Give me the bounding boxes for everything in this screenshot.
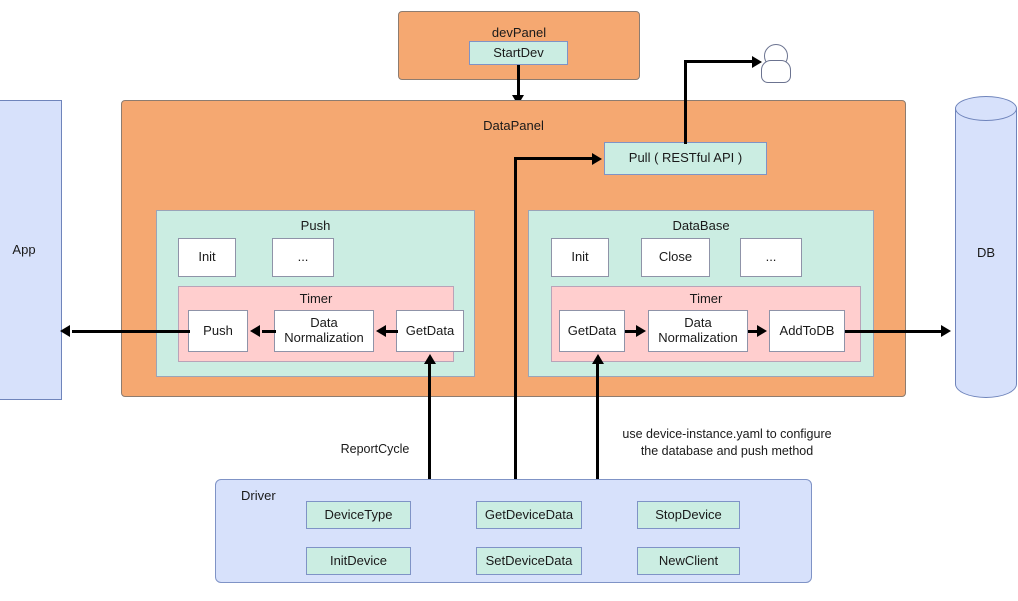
connector-addtodb-to-db <box>845 329 943 333</box>
driver-initdevice-node[interactable]: InitDevice <box>306 547 411 575</box>
push-timer-title: Timer <box>299 291 333 306</box>
database-timer-title: Timer <box>689 291 723 306</box>
startdev-node[interactable]: StartDev <box>469 41 568 65</box>
driver-devicetype-node[interactable]: DeviceType <box>306 501 411 529</box>
database-group-title: DataBase <box>672 218 730 233</box>
push-more-node[interactable]: ... <box>272 238 334 277</box>
connector-pull-to-actor-vertical <box>684 60 687 144</box>
driver-setdevicedata-label: SetDeviceData <box>485 552 573 568</box>
driver-newclient-node[interactable]: NewClient <box>637 547 740 575</box>
push-timer-push-label: Push <box>203 322 233 338</box>
driver-devicetype-label: DeviceType <box>324 506 393 522</box>
startdev-label: StartDev <box>493 44 544 60</box>
arrowhead-database-getdata <box>591 354 604 364</box>
database-init-node[interactable]: Init <box>551 238 609 277</box>
database-close-label: Close <box>658 249 693 265</box>
database-timer-addtodb-label: AddToDB <box>779 322 835 338</box>
connector-driver-to-push-getdata <box>428 364 431 480</box>
connector-driver-to-pull-horizontal <box>514 157 594 160</box>
push-timer-push-node[interactable]: Push <box>188 310 248 352</box>
arrowhead-push-getdata <box>423 354 436 364</box>
database-timer-addtodb-node[interactable]: AddToDB <box>769 310 845 352</box>
push-timer-getdata-node[interactable]: GetData <box>396 310 464 352</box>
connector-getdata-to-datanorm-db <box>625 329 638 333</box>
database-timer-getdata-node[interactable]: GetData <box>559 310 625 352</box>
arrowhead-addtodb <box>757 325 767 337</box>
database-init-label: Init <box>571 249 589 265</box>
db-cylinder-top <box>955 96 1017 121</box>
push-timer-datanorm-node[interactable]: Data Normalization <box>274 310 374 352</box>
database-timer-getdata-label: GetData <box>567 322 617 338</box>
connector-devpanel-to-datapanel <box>517 65 520 97</box>
push-more-label: ... <box>297 249 309 265</box>
database-more-node[interactable]: ... <box>740 238 802 277</box>
app-label: App <box>12 241 36 257</box>
connector-getdata-to-datanorm-push <box>386 329 398 333</box>
arrowhead-push-node <box>250 325 260 337</box>
arrowhead-app <box>60 325 70 337</box>
connector-datanorm-to-push <box>262 329 276 333</box>
driver-newclient-label: NewClient <box>658 552 719 568</box>
push-init-label: Init <box>198 249 216 265</box>
arrowhead-db <box>941 325 951 337</box>
connector-datanorm-to-addtodb <box>748 329 759 333</box>
database-timer-datanorm-node[interactable]: Data Normalization <box>648 310 748 352</box>
driver-stopdevice-label: StopDevice <box>655 506 722 522</box>
arrowhead-actor <box>752 55 762 68</box>
user-actor-body-icon <box>761 60 791 83</box>
connector-pull-to-actor-horizontal <box>684 60 754 63</box>
database-timer-datanorm-label: Data Normalization <box>658 315 738 345</box>
db-label: DB <box>976 245 996 260</box>
push-timer-datanorm-label: Data Normalization <box>284 315 364 345</box>
arrowhead-datanorm-db <box>636 325 646 337</box>
push-init-node[interactable]: Init <box>178 238 236 277</box>
report-cycle-label: ReportCycle <box>340 442 410 456</box>
driver-getdevicedata-label: GetDeviceData <box>484 506 574 522</box>
db-cylinder-body <box>955 108 1017 398</box>
connector-push-to-app <box>72 329 190 333</box>
config-note-label: use device-instance.yaml to configure th… <box>622 427 832 458</box>
driver-stopdevice-node[interactable]: StopDevice <box>637 501 740 529</box>
data-panel-title: DataPanel <box>483 118 544 133</box>
connector-driver-to-database-getdata <box>596 364 599 480</box>
database-more-label: ... <box>765 249 777 265</box>
push-timer-getdata-label: GetData <box>405 322 455 338</box>
pull-label: Pull ( RESTful API ) <box>628 150 743 166</box>
driver-panel-title: Driver <box>241 488 276 503</box>
driver-getdevicedata-node[interactable]: GetDeviceData <box>476 501 582 529</box>
arrowhead-datanorm-push <box>376 325 386 337</box>
arrowhead-pull <box>592 152 602 165</box>
driver-setdevicedata-node[interactable]: SetDeviceData <box>476 547 582 575</box>
pull-restful-api-node[interactable]: Pull ( RESTful API ) <box>604 142 767 175</box>
push-group-title: Push <box>300 218 331 233</box>
driver-initdevice-label: InitDevice <box>329 552 388 568</box>
database-close-node[interactable]: Close <box>641 238 710 277</box>
dev-panel-title: devPanel <box>491 25 547 40</box>
connector-driver-to-pull-vertical <box>514 157 517 480</box>
app-box: App <box>0 100 62 400</box>
